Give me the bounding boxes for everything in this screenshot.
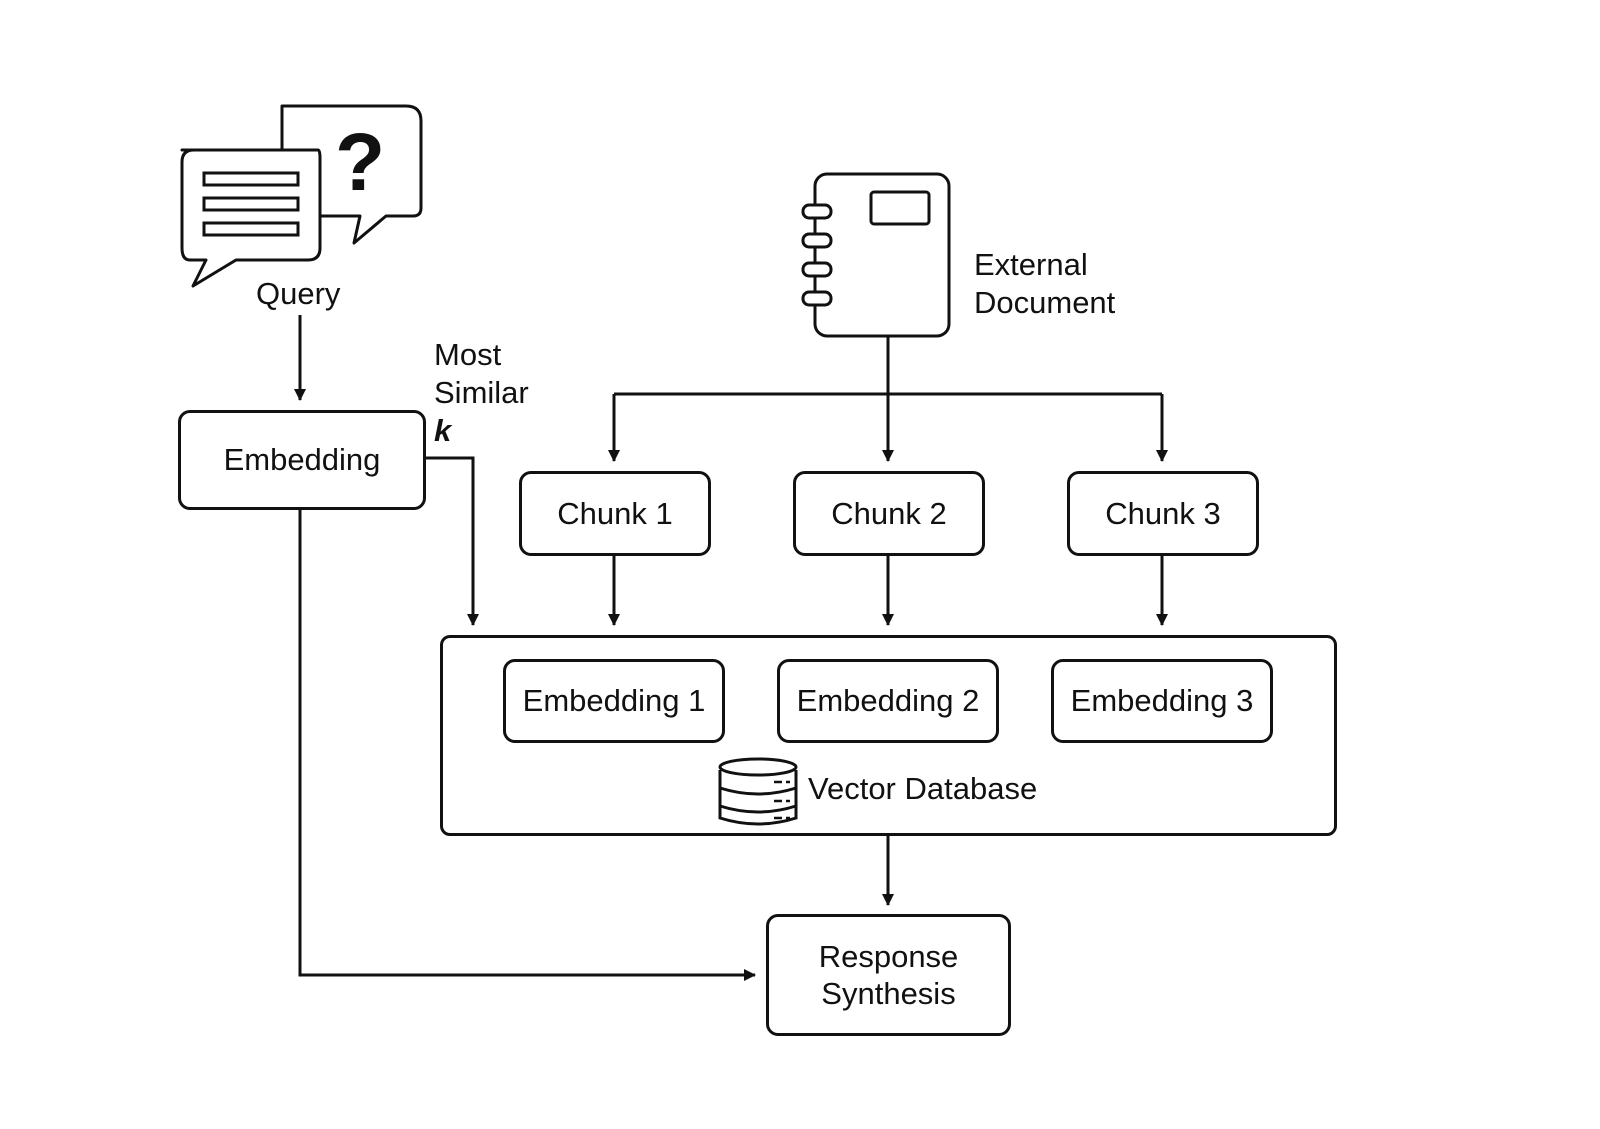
- external-document-line-2: Document: [974, 285, 1116, 320]
- database-icon: [718, 757, 798, 826]
- external-document-line-1: External: [974, 247, 1088, 282]
- chunk-1-box: Chunk 1: [519, 471, 711, 556]
- question-mark-icon: ?: [335, 117, 385, 208]
- arrow-embedding-to-response: [298, 510, 756, 981]
- most-similar-label: Most Similar k: [434, 336, 529, 450]
- query-label: Query: [256, 276, 341, 311]
- chunk-2-label: Chunk 2: [831, 495, 947, 531]
- embedding-1-label: Embedding 1: [522, 683, 706, 719]
- chunk-1-label: Chunk 1: [557, 495, 673, 531]
- embedding-3-box: Embedding 3: [1051, 659, 1273, 743]
- embedding-2-box: Embedding 2: [777, 659, 999, 743]
- response-synthesis-line-2: Synthesis: [821, 976, 956, 1011]
- most-similar-k: k: [434, 413, 452, 448]
- embedding-1-box: Embedding 1: [503, 659, 725, 743]
- vector-database-label: Vector Database: [808, 771, 1038, 806]
- arrow-embedding-to-vector-db: [425, 456, 479, 626]
- most-similar-line-1: Most: [434, 337, 502, 372]
- chunk-3-box: Chunk 3: [1067, 471, 1259, 556]
- embedding-2-label: Embedding 2: [796, 683, 980, 719]
- chat-bubbles-icon: ?: [180, 104, 423, 288]
- response-synthesis-line-1: Response: [818, 938, 959, 974]
- response-synthesis-box: Response Synthesis: [766, 914, 1011, 1036]
- query-embedding-box: Embedding: [178, 410, 426, 510]
- chunk-2-box: Chunk 2: [793, 471, 985, 556]
- embedding-3-label: Embedding 3: [1070, 683, 1254, 719]
- most-similar-line-2: Similar: [434, 375, 529, 410]
- notebook-icon: [801, 172, 951, 338]
- chunk-3-label: Chunk 3: [1105, 495, 1221, 531]
- query-embedding-label: Embedding: [223, 442, 381, 478]
- external-document-label: External Document: [974, 246, 1115, 322]
